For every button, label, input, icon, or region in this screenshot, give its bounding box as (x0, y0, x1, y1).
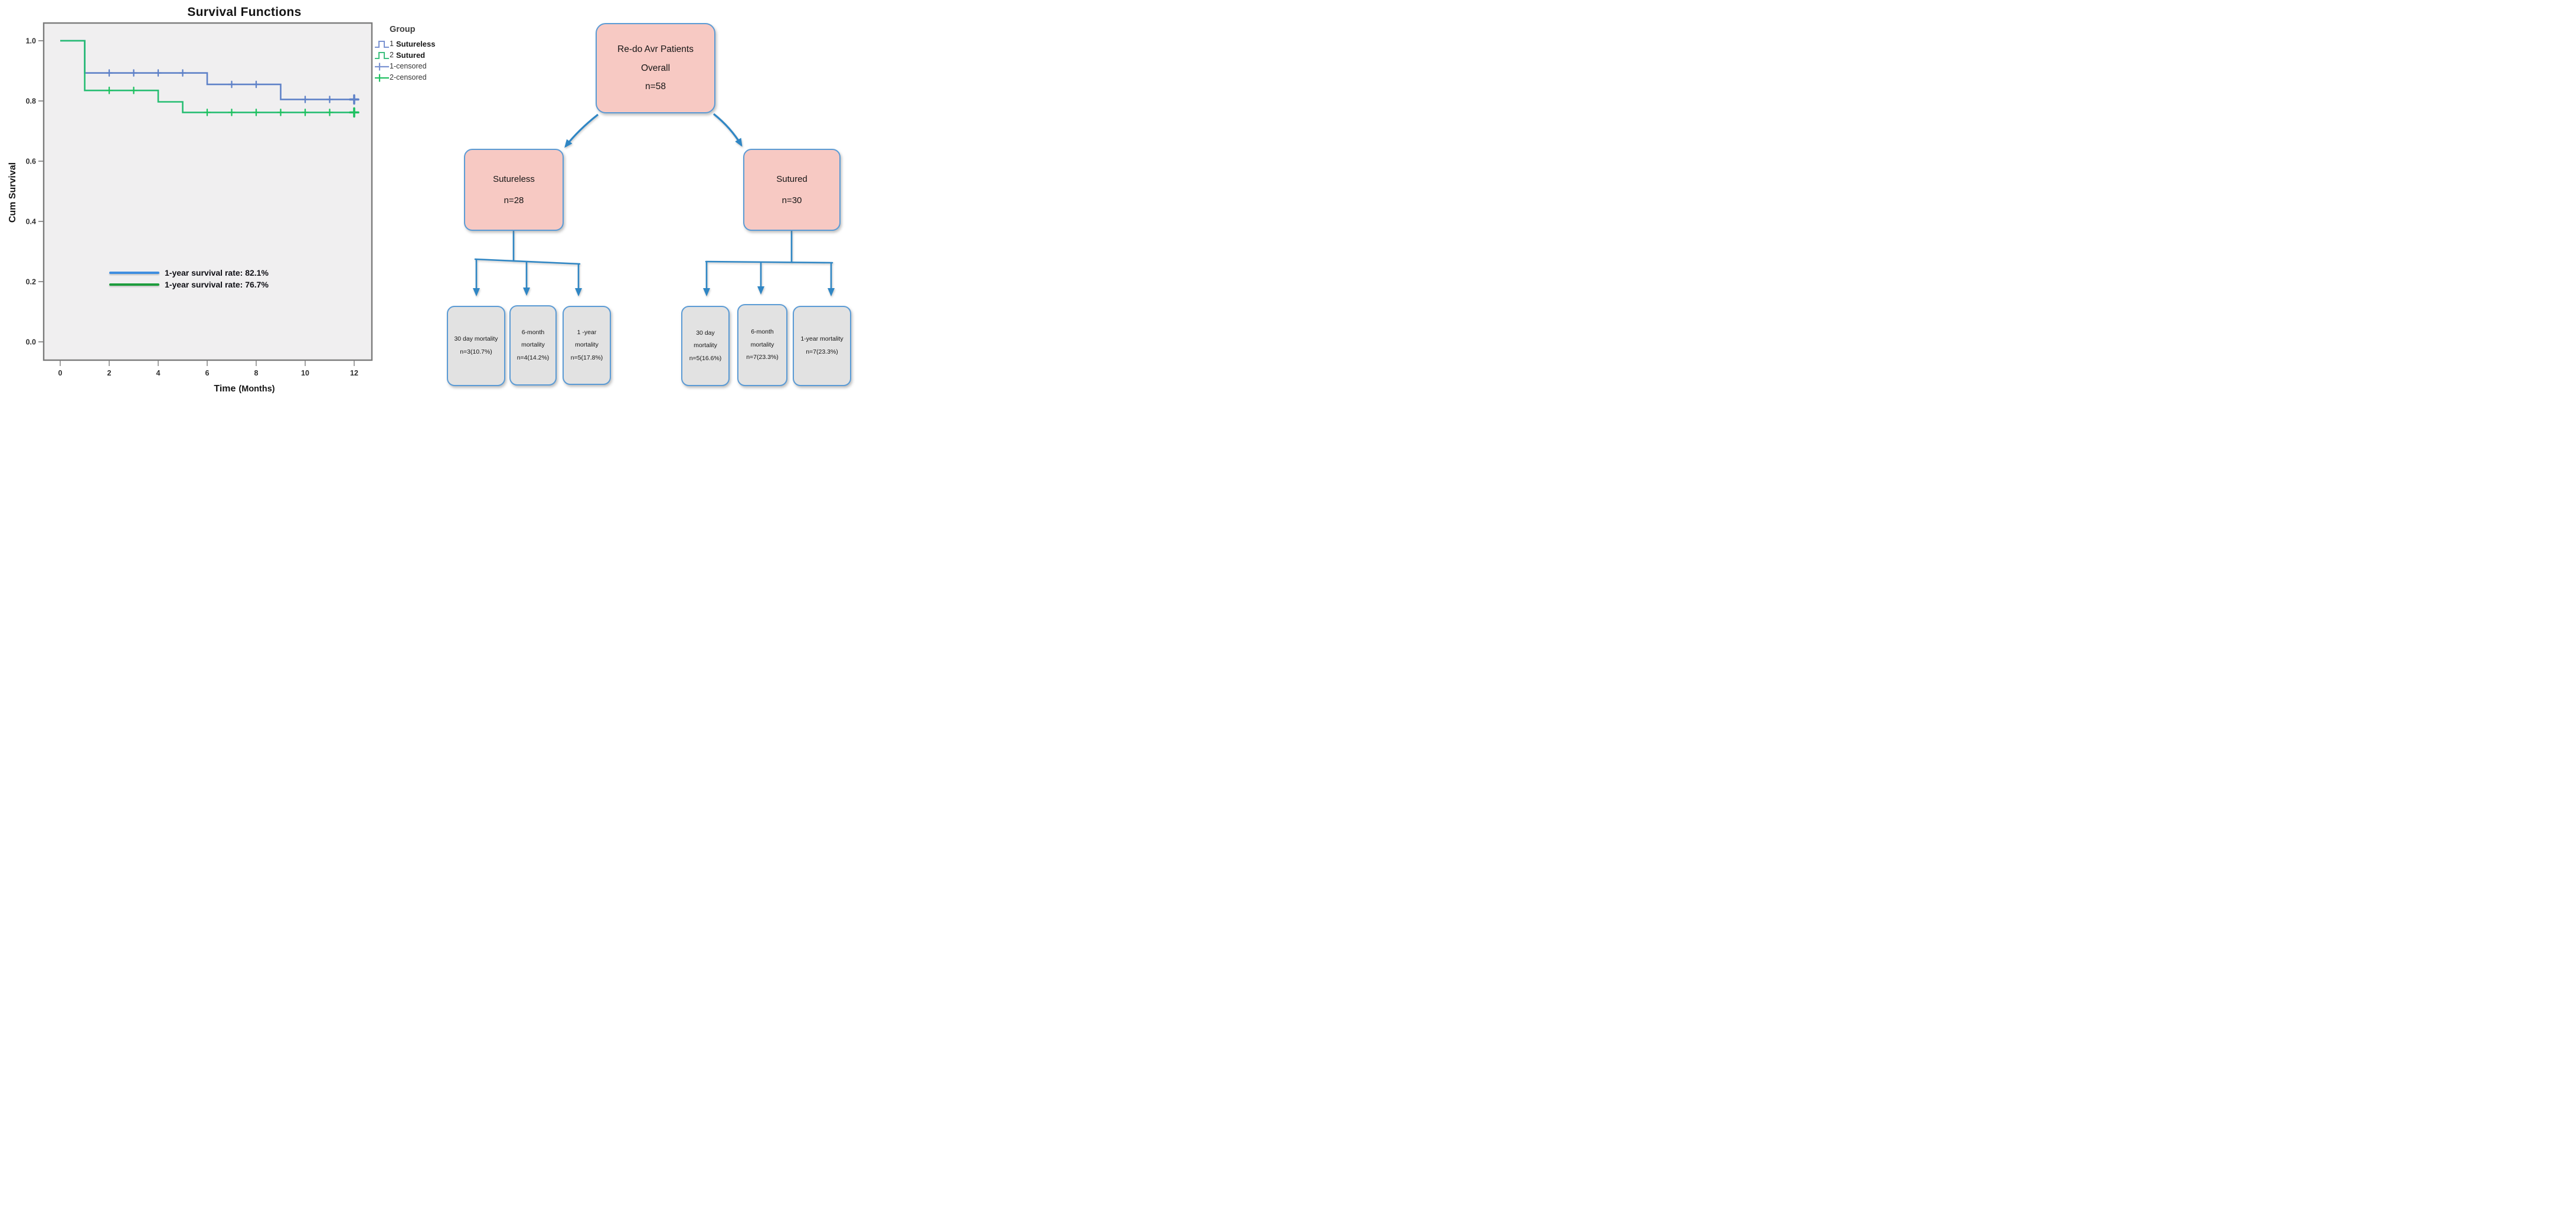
censor-mark (252, 80, 260, 89)
censor-marks-sutured (105, 86, 359, 118)
legend-item-number: 2 (390, 51, 394, 59)
step-line-icon (375, 51, 389, 59)
y-tick-label: 0.4 (26, 218, 36, 226)
x-tick-label: 10 (301, 369, 309, 377)
legend-item-label: 2-censored (390, 73, 427, 81)
censor-mark (179, 69, 187, 77)
censor-mark (228, 80, 236, 89)
chart-title: Survival Functions (187, 5, 302, 19)
censor-mark (130, 69, 138, 77)
y-tick-label: 0.6 (26, 158, 36, 166)
y-tick-label: 0.2 (26, 278, 36, 286)
x-tick-label: 8 (254, 369, 259, 377)
km-curve-sutured (60, 40, 354, 113)
node-sutured: Sutured n=30 (743, 149, 841, 231)
x-axis-label-main: Time (214, 384, 236, 394)
legend-item-1-censored: 1-censored (374, 61, 455, 71)
connector-sutureless-bar (474, 258, 581, 265)
censor-mark (130, 86, 138, 94)
y-tick-label: 0.8 (26, 97, 36, 106)
legend-item-label: Sutured (396, 50, 426, 60)
arrow-root-to-sutured (713, 113, 743, 147)
annotation-sutureless: 1-year survival rate: 82.1% (109, 267, 269, 279)
node-sutureless-1year-mortality: 1 -year mortality n=5(17.8%) (563, 306, 611, 385)
node-sutured-6month-mortality: 6-month mortality n=7(23.3%) (737, 304, 787, 386)
x-axis-label-sub: (Months) (238, 384, 275, 394)
censor-mark (252, 109, 260, 116)
x-tick-label: 4 (156, 369, 161, 377)
x-tick-label: 2 (107, 369, 112, 377)
annotation-text: 1-year survival rate: 76.7% (165, 280, 269, 289)
censor-mark (228, 109, 236, 116)
x-axis-label: Time(Months) (126, 384, 362, 394)
legend-item-label: Sutureless (396, 39, 436, 48)
survival-rate-annotations: 1-year survival rate: 82.1% 1-year survi… (109, 267, 269, 290)
censored-plus-icon (375, 63, 389, 70)
censor-mark (349, 107, 359, 118)
y-tick-label: 1.0 (26, 37, 36, 45)
censor-mark (105, 69, 113, 77)
plot-area (43, 22, 373, 361)
censor-mark (326, 109, 334, 116)
legend-item-sutured: 2 Sutured (374, 50, 455, 60)
legend-item-label: 1-censored (390, 62, 427, 70)
annotation-text: 1-year survival rate: 82.1% (165, 268, 269, 277)
annotation-line-green (109, 283, 159, 286)
connector-sutured-bar (705, 260, 833, 264)
node-sutureless: Sutureless n=28 (464, 149, 564, 231)
node-sutureless-6month-mortality: 6-month mortality n=4(14.2%) (509, 305, 557, 386)
x-tick-label: 6 (205, 369, 210, 377)
censor-mark (349, 94, 359, 105)
legend-item-sutureless: 1 Sutureless (374, 39, 455, 48)
arrow-root-to-sutureless (564, 113, 599, 148)
flow-connectors (473, 113, 835, 296)
legend-title: Group (390, 25, 416, 34)
x-tick-label: 12 (350, 369, 358, 377)
chart-legend: Group 1 Sutureless 2 Sutured 1-cens (374, 25, 455, 84)
y-tick-label: 0.0 (26, 338, 36, 347)
censor-marks-sutureless (105, 69, 359, 105)
step-line-icon (375, 40, 389, 48)
censored-plus-icon (375, 74, 389, 81)
censor-mark (301, 109, 309, 116)
legend-item-number: 1 (390, 40, 394, 48)
patient-flow-diagram: Re-do Avr Patients Overall n=58 Suturele… (0, 0, 859, 401)
annotation-line-blue (109, 271, 159, 275)
node-sutured-30day-mortality: 30 day mortality n=5(16.6%) (681, 306, 730, 386)
censor-mark (154, 69, 162, 77)
x-tick-label: 0 (58, 369, 63, 377)
censor-mark (203, 109, 211, 116)
node-overall: Re-do Avr Patients Overall n=58 (596, 23, 715, 113)
node-sutureless-30day-mortality: 30 day mortality n=3(10.7%) (447, 306, 505, 386)
annotation-sutured: 1-year survival rate: 76.7% (109, 279, 269, 290)
censor-mark (301, 96, 309, 103)
legend-item-2-censored: 2-censored (374, 73, 455, 82)
censor-mark (326, 96, 334, 103)
km-plot: 1.0 0.8 0.6 0.4 0.2 0.0 0 2 4 6 8 10 12 (26, 22, 373, 377)
node-sutured-1year-mortality: 1-year mortality n=7(23.3%) (793, 306, 851, 386)
censor-mark (277, 109, 285, 116)
censor-mark (105, 86, 113, 94)
